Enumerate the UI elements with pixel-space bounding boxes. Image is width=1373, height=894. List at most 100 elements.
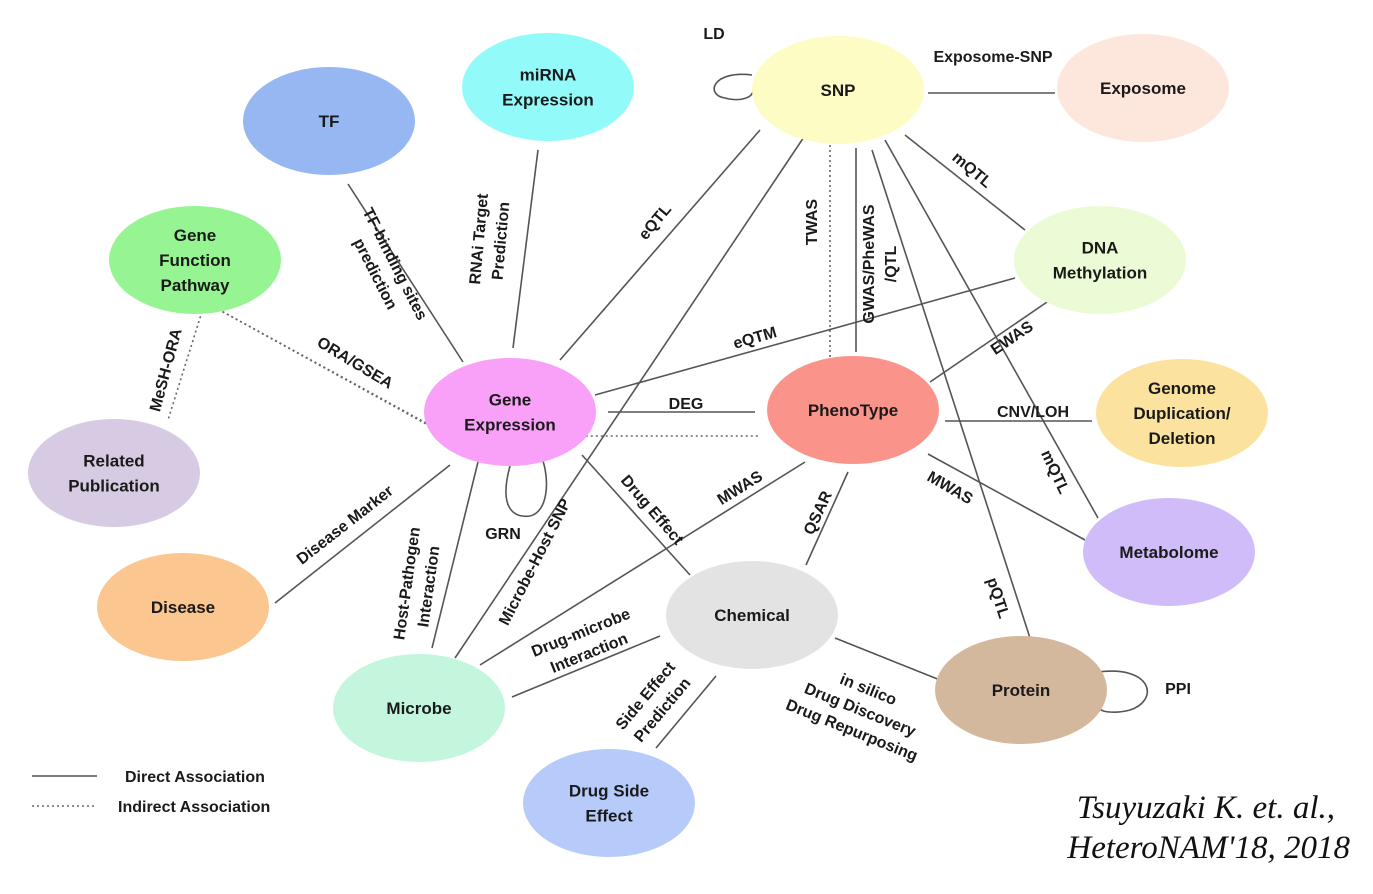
edge-label-side-effect-pred: Side EffectPrediction (613, 659, 696, 748)
edge-label-qsar: QSAR (801, 488, 836, 537)
node-snp-shape (752, 36, 924, 144)
edge-mqtl-dna (904, 134, 1026, 231)
node-chemical[interactable]: Chemical (666, 561, 838, 669)
edge-ora-gsea (204, 301, 456, 441)
edge-eqtl (559, 129, 761, 361)
edge-mwas-metabolome (927, 453, 1086, 541)
edge-eqtm (594, 277, 1016, 396)
node-tf[interactable]: TF (243, 67, 415, 175)
edge-grn (505, 457, 548, 518)
node-mirna-shape (462, 33, 634, 141)
edge-rnai (512, 149, 539, 349)
node-disease[interactable]: Disease (97, 553, 269, 661)
node-phenotype-label: PhenoType (808, 401, 898, 420)
edges-layer (167, 73, 1148, 749)
edge-disease-marker (274, 464, 451, 604)
legend: Direct Association Indirect Association (32, 769, 270, 816)
edge-label-disease-marker: Disease Marker (294, 483, 397, 569)
edge-label-exposome-snp: Exposome-SNP (933, 49, 1052, 66)
edge-qsar (805, 471, 849, 566)
node-microbe[interactable]: Microbe (333, 654, 505, 762)
edge-host-pathogen (431, 461, 479, 649)
edge-label-rnai: RNAi TargetPrediction (467, 192, 514, 287)
node-disease-shape (97, 553, 269, 661)
edge-ppi (1097, 670, 1148, 713)
node-snp[interactable]: SNP (752, 36, 924, 144)
edge-ld (713, 73, 754, 101)
edge-label-deg: DEG (669, 396, 704, 413)
edge-mesh-ora (167, 301, 206, 421)
node-metabolome-shape (1083, 498, 1255, 606)
node-drug-side-effect-shape (523, 749, 695, 857)
citation-line-2: HeteroNAM'18, 2018 (1066, 830, 1350, 866)
node-exposome[interactable]: Exposome (1057, 34, 1229, 142)
node-phenotype[interactable]: PhenoType (767, 356, 939, 464)
edge-label-drug-microbe: Drug-microbeInteraction (529, 606, 641, 681)
edge-label-gwas: GWAS/PheWAS/QTL (861, 204, 900, 323)
edge-label-microbe-host-snp: Microbe-Host SNP (496, 496, 575, 628)
edge-label-grn: GRN (485, 526, 521, 543)
legend-direct-label: Direct Association (125, 769, 265, 786)
edge-label-in-silico: in silicoDrug DiscoveryDrug Repurposing (783, 656, 936, 765)
node-tf-label: TF (319, 112, 340, 131)
node-chemical-shape (666, 561, 838, 669)
node-disease-label: Disease (151, 598, 215, 617)
edge-label-pqtl: pQTL (983, 576, 1012, 621)
node-tf-shape (243, 67, 415, 175)
node-protein[interactable]: Protein (935, 636, 1107, 744)
node-metabolome[interactable]: Metabolome (1083, 498, 1255, 606)
edge-label-eqtm: eQTM (731, 324, 778, 353)
edge-label-ld: LD (703, 26, 724, 43)
node-gene-function-shape (109, 206, 281, 314)
node-microbe-shape (333, 654, 505, 762)
edge-in-silico (834, 637, 941, 681)
node-dna-methylation-shape (1014, 206, 1186, 314)
node-snp-label: SNP (821, 81, 856, 100)
edge-label-twas: TWAS (804, 199, 821, 246)
legend-indirect-label: Indirect Association (118, 799, 270, 816)
node-metabolome-label: Metabolome (1119, 543, 1218, 562)
node-exposome-label: Exposome (1100, 79, 1186, 98)
edge-label-tf-binding: TF-binding sitesprediction (339, 205, 430, 333)
node-microbe-label: Microbe (386, 699, 451, 718)
citation: Tsuyuzaki K. et. al., HeteroNAM'18, 2018 (1066, 790, 1350, 866)
node-exposome-shape (1057, 34, 1229, 142)
node-protein-shape (935, 636, 1107, 744)
edge-tf-binding (347, 183, 464, 363)
edge-label-mwas-metabolome: MWAS (924, 469, 976, 509)
edge-label-mqtl-dna: mQTL (949, 149, 996, 192)
node-chemical-label: Chemical (714, 606, 790, 625)
node-gene-expression-shape (424, 358, 596, 466)
edge-drug-effect (581, 454, 691, 576)
citation-line-1: Tsuyuzaki K. et. al., (1077, 790, 1335, 826)
node-related-pub-shape (28, 419, 200, 527)
node-genome-dup-shape (1096, 359, 1268, 467)
edge-mwas-microbe (479, 461, 806, 666)
edge-drug-microbe (511, 635, 661, 698)
node-protein-label: Protein (992, 681, 1051, 700)
edge-side-effect-pred (655, 675, 717, 749)
edge-pqtl (871, 149, 1031, 639)
edge-label-eqtl: eQTL (636, 201, 675, 243)
edge-label-ppi: PPI (1165, 681, 1191, 698)
edge-microbe-host-snp (454, 127, 811, 659)
edge-mqtl-metabolome (884, 139, 1099, 519)
node-phenotype-shape (767, 356, 939, 464)
edge-label-drug-effect: Drug Effect (617, 472, 687, 549)
